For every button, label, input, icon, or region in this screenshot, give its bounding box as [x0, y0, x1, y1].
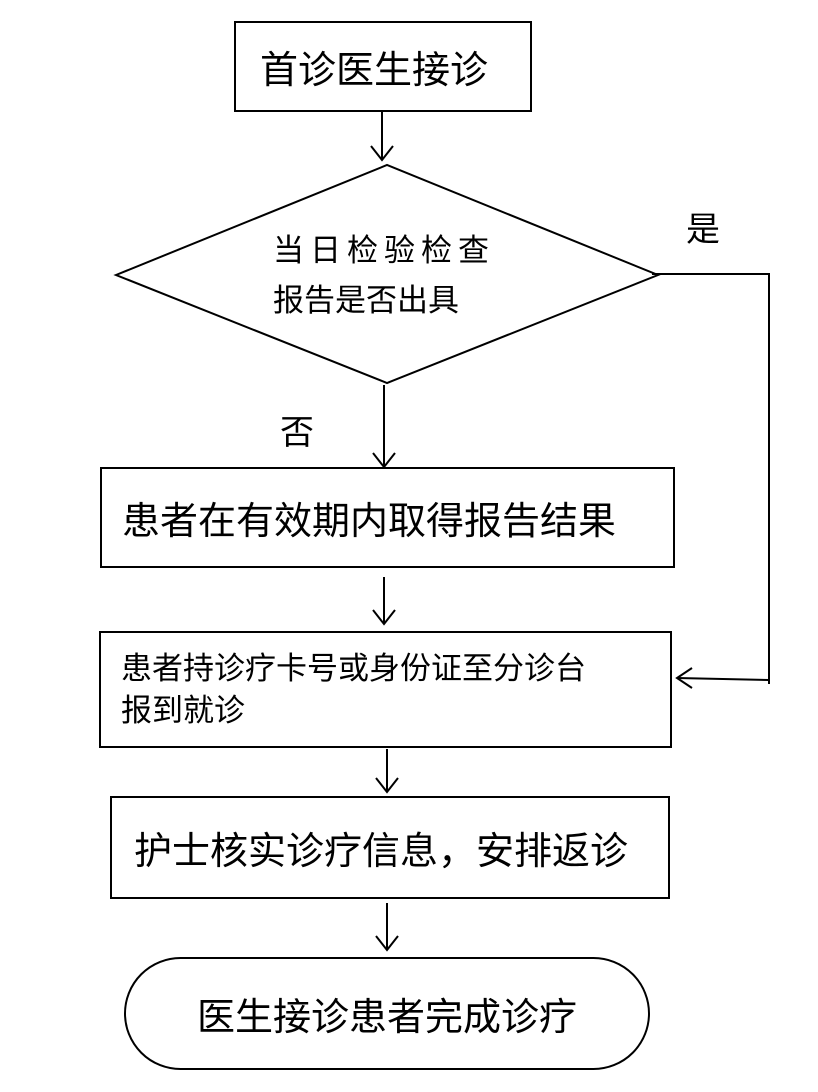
arrow-yes-branch-end — [676, 677, 770, 681]
start-node-label: 首诊医生接诊 — [260, 48, 489, 92]
checkin-node: 患者持诊疗卡号或身份证至分诊台 报到就诊 — [99, 631, 672, 748]
arrowhead-yes-branch — [675, 667, 693, 689]
arrow-yes-branch — [652, 273, 770, 684]
arrowhead-report-to-checkin — [372, 609, 396, 626]
end-node-label: 医生接诊患者完成诊疗 — [196, 995, 577, 1039]
checkin-node-label: 患者持诊疗卡号或身份证至分诊台 报到就诊 — [121, 648, 586, 732]
decision-label-line1: 当日检验检查 — [273, 233, 495, 269]
yes-label: 是 — [686, 210, 720, 250]
decision-label-line2: 报告是否出具 — [273, 283, 459, 319]
get-report-node-label: 患者在有效期内取得报告结果 — [122, 499, 617, 543]
arrowhead-checkin-to-nurse — [375, 777, 399, 794]
decision-label: 当日检验检查 报告是否出具 — [273, 226, 495, 326]
nurse-node: 护士核实诊疗信息，安排返诊 — [110, 796, 670, 899]
checkin-node-line2: 报到就诊 — [121, 692, 245, 729]
no-label: 否 — [280, 413, 314, 453]
arrowhead-start-to-decision — [370, 145, 394, 162]
start-node: 首诊医生接诊 — [234, 21, 532, 112]
nurse-node-label: 护士核实诊疗信息，安排返诊 — [134, 829, 629, 873]
checkin-node-line1: 患者持诊疗卡号或身份证至分诊台 — [121, 650, 586, 687]
get-report-node: 患者在有效期内取得报告结果 — [100, 467, 675, 568]
end-node: 医生接诊患者完成诊疗 — [124, 957, 650, 1070]
arrowhead-nurse-to-end — [375, 935, 399, 952]
